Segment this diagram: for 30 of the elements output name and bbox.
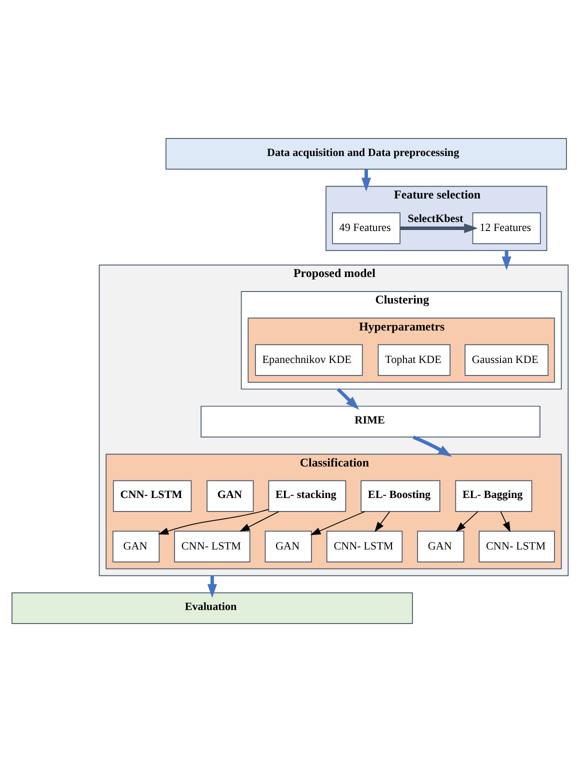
edge-label: SelectKbest — [408, 212, 464, 224]
arrow — [400, 222, 478, 233]
node-box: RIME — [200, 405, 540, 437]
arrow — [310, 510, 366, 535]
arrow — [374, 510, 390, 532]
arrow — [240, 510, 280, 532]
node-box: GAN — [206, 480, 254, 512]
node-box: CNN- LSTM — [478, 530, 555, 562]
arrow — [500, 510, 510, 532]
node-box: EL- stacking — [268, 480, 346, 512]
arrow — [336, 387, 360, 410]
node-box: GAN — [264, 530, 312, 562]
node-box: Evaluation — [12, 592, 413, 624]
arrow — [207, 575, 218, 598]
arrow — [361, 168, 372, 192]
node-box: CNN- LSTM — [174, 530, 250, 562]
node-box: Data acquisition and Data preprocessing — [166, 138, 567, 170]
node-box: CNN- LSTM — [326, 530, 403, 562]
node-box: EL- Boosting — [360, 480, 440, 512]
node-box: GAN — [417, 530, 464, 562]
node-box: GAN — [112, 530, 160, 562]
arrow — [456, 510, 478, 532]
node-box: Tophat KDE — [378, 344, 451, 376]
node-box: 12 Features — [472, 212, 541, 244]
arrow — [158, 508, 269, 534]
node-box: 49 Features — [332, 212, 400, 244]
node-box: Gaussian KDE — [464, 344, 548, 376]
node-box: EL- Bagging — [455, 480, 532, 512]
node-box: CNN- LSTM — [112, 480, 192, 512]
node-box: Epanechnikov KDE — [255, 344, 363, 376]
